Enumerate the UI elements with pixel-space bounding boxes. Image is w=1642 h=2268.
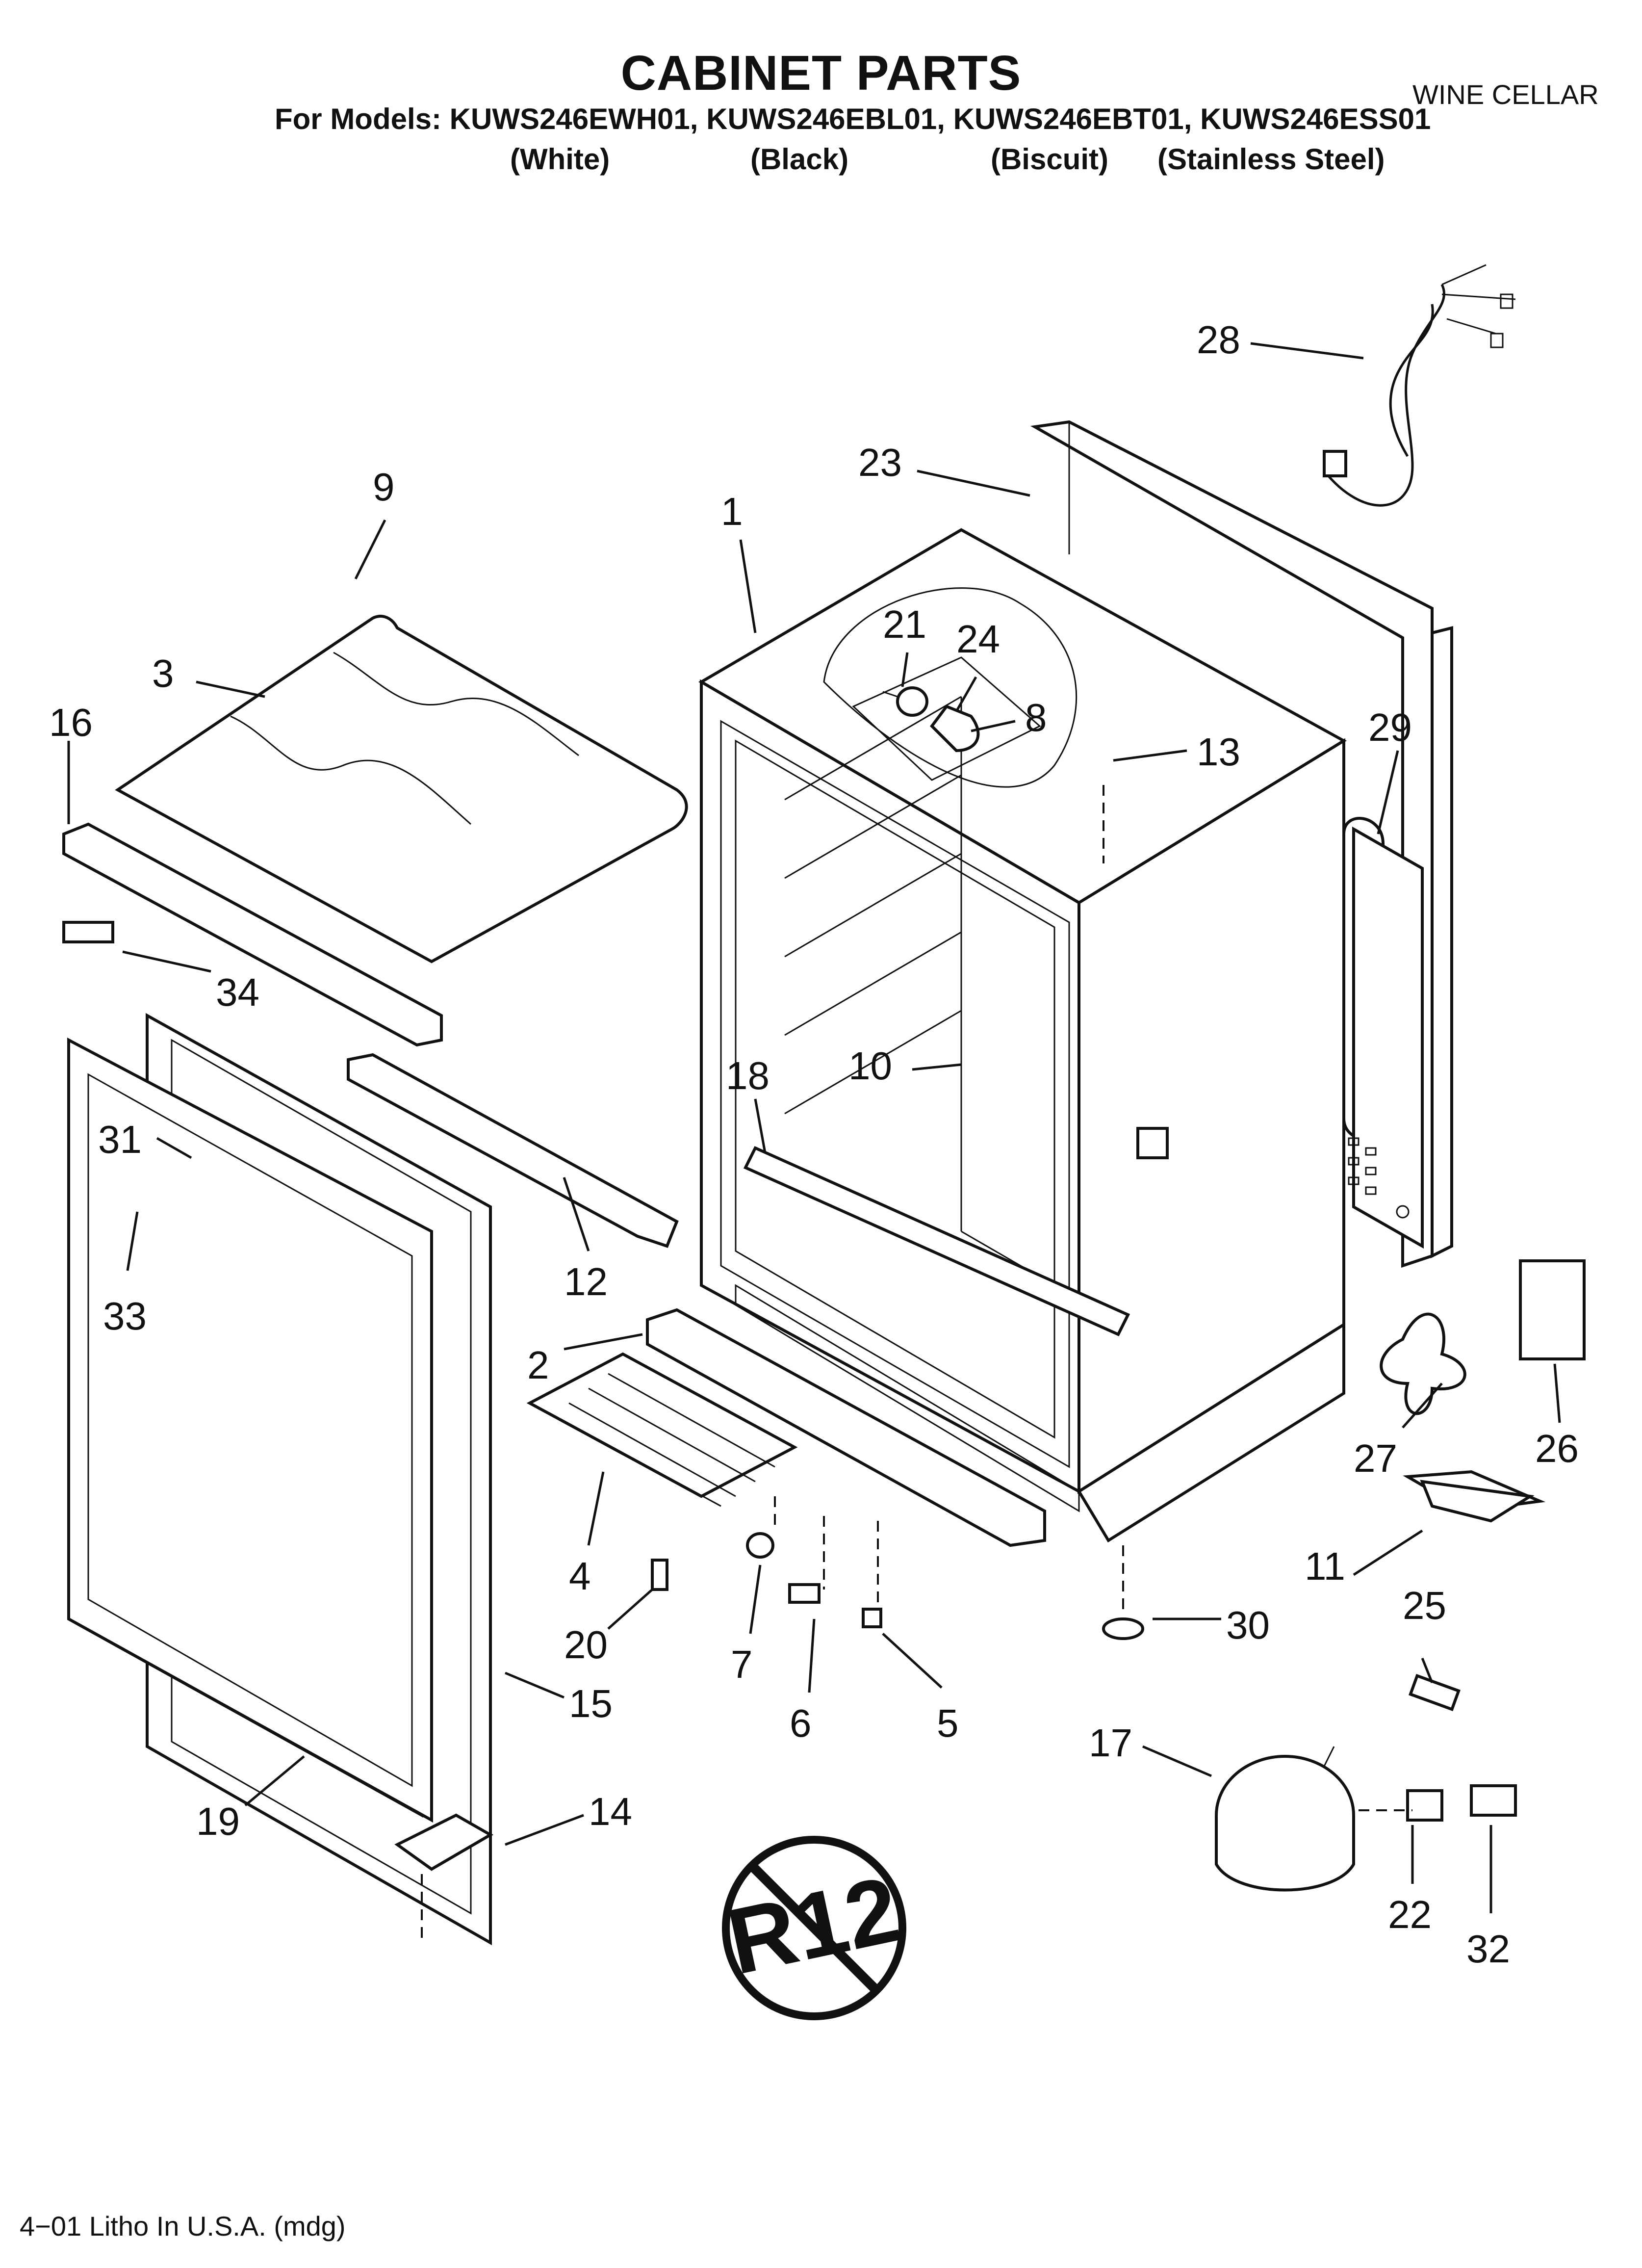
callout-3: 3	[152, 652, 174, 695]
callout-labels: 1 2 3 4 5 6 7 8 9 10 11 12 13 14 15 16 1…	[49, 318, 1579, 1971]
no-r12-badge: R12	[719, 1836, 908, 2020]
door-assembly	[67, 1013, 493, 1946]
color-biscuit: (Biscuit)	[991, 143, 1108, 176]
callout-34: 34	[216, 970, 259, 1014]
callout-4: 4	[569, 1554, 591, 1598]
callout-19: 19	[196, 1799, 240, 1843]
callout-27: 27	[1354, 1436, 1397, 1480]
small-parts	[651, 1127, 1586, 1822]
control-detail	[823, 587, 1078, 788]
callout-1: 1	[721, 490, 743, 533]
assembly-guides	[421, 785, 1412, 1943]
callout-6: 6	[790, 1701, 812, 1745]
callout-10: 10	[848, 1044, 892, 1088]
callout-21: 21	[883, 602, 926, 646]
back-panel	[1030, 420, 1453, 1268]
callout-16: 16	[49, 701, 93, 744]
callout-32: 32	[1466, 1927, 1510, 1971]
callout-20: 20	[564, 1623, 608, 1667]
callout-26: 26	[1535, 1427, 1579, 1470]
callout-18: 18	[726, 1054, 770, 1097]
color-black: (Black)	[750, 143, 849, 176]
callout-24: 24	[956, 617, 1000, 661]
page-title: CABINET PARTS	[620, 46, 1022, 101]
condenser-coil	[1342, 817, 1424, 1249]
print-footer: 4−01 Litho In U.S.A. (mdg)	[20, 2211, 346, 2242]
category-label: WINE CELLAR	[1412, 79, 1599, 110]
callout-9: 9	[373, 465, 395, 509]
evaporator	[526, 1308, 1046, 1547]
callout-11: 11	[1305, 1544, 1345, 1588]
callout-2: 2	[527, 1343, 549, 1387]
callout-14: 14	[589, 1790, 632, 1833]
liner-sheet	[115, 615, 688, 964]
callout-5: 5	[937, 1701, 959, 1745]
color-stainless: (Stainless Steel)	[1157, 143, 1385, 176]
callout-23: 23	[858, 441, 902, 484]
model-list: For Models: KUWS246EWH01, KUWS246EBL01, …	[275, 103, 1431, 135]
callout-12: 12	[564, 1260, 608, 1303]
callout-33: 33	[103, 1294, 147, 1338]
callout-30: 30	[1226, 1603, 1270, 1647]
callout-22: 22	[1388, 1893, 1432, 1936]
callout-28: 28	[1197, 318, 1240, 362]
top-trim	[62, 822, 679, 1248]
callout-7: 7	[731, 1642, 753, 1686]
callout-8: 8	[1025, 696, 1047, 739]
callout-13: 13	[1197, 730, 1240, 774]
callout-25: 25	[1403, 1584, 1446, 1627]
callout-17: 17	[1089, 1721, 1132, 1765]
callout-29: 29	[1368, 705, 1412, 749]
compressor	[1215, 1746, 1355, 1892]
callout-31: 31	[98, 1118, 142, 1161]
power-cord	[1323, 264, 1516, 507]
callout-15: 15	[569, 1682, 613, 1725]
color-white: (White)	[510, 143, 610, 176]
cabinet-body	[698, 528, 1347, 1543]
leader-lines	[67, 342, 1561, 1913]
